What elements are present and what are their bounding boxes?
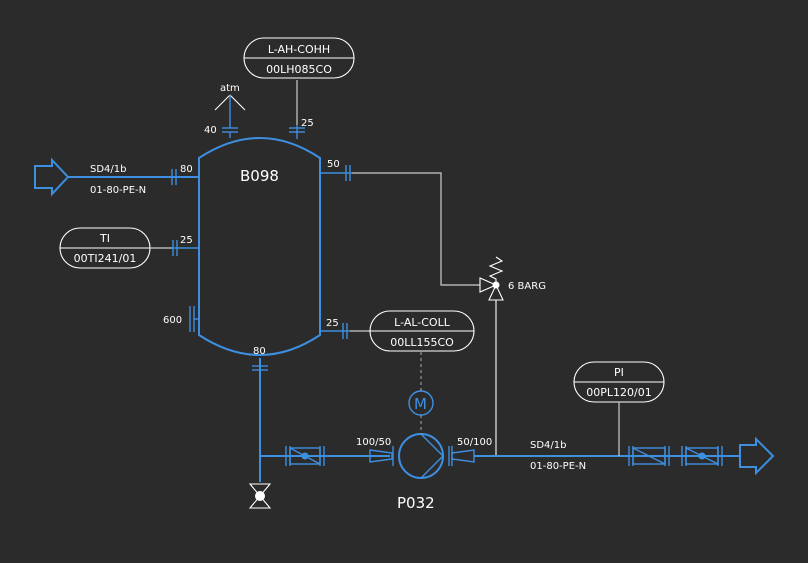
relief-valve-setpoint: 6 BARG	[508, 281, 546, 292]
pump-p032[interactable]	[392, 433, 450, 479]
inlet-flange	[171, 169, 177, 185]
nozzle-ti	[172, 240, 199, 256]
pump-tag: P032	[397, 494, 435, 512]
manhole	[189, 306, 199, 332]
vessel-tag: B098	[240, 167, 279, 185]
level-low-function: L-AL-COLL	[394, 316, 451, 329]
motor-symbol: M	[414, 395, 427, 413]
inlet-line-spec: SD4/1b	[90, 164, 127, 175]
vent-icon	[214, 94, 246, 138]
nozzle-ti-size: 25	[180, 235, 193, 246]
nozzle-level-low-size: 25	[326, 318, 339, 329]
nozzle-bottom-size: 80	[253, 346, 266, 357]
vent-label: atm	[220, 83, 240, 94]
drain-valve-icon[interactable]	[248, 483, 272, 509]
temp-function: TI	[99, 232, 110, 245]
nozzle-top	[289, 125, 305, 139]
relief-valve-icon[interactable]	[479, 256, 504, 301]
reducer-out-label: 50/100	[457, 437, 492, 448]
nozzle-level-low	[320, 323, 350, 339]
vent-size: 40	[204, 125, 217, 136]
suction-check-valve-icon[interactable]	[285, 446, 325, 466]
level-high-tag: 00LH085CO	[266, 63, 332, 76]
instrument-level-low[interactable]	[369, 310, 475, 352]
reducer-out-icon	[451, 446, 475, 466]
reducer-in-icon	[369, 449, 393, 463]
vessel-b098[interactable]	[198, 137, 321, 356]
discharge-check-valve-icon[interactable]	[628, 446, 670, 466]
outlet-line-spec: SD4/1b	[530, 440, 567, 451]
relief-pipe	[352, 172, 480, 286]
outlet-arrow-icon	[739, 436, 775, 476]
inlet-line-code: 01-80-PE-N	[90, 185, 146, 196]
pressure-tag: 00PL120/01	[586, 386, 651, 399]
discharge-valve-icon[interactable]	[681, 446, 723, 466]
pressure-function: PI	[614, 366, 624, 379]
nozzle-side-size: 50	[327, 159, 340, 170]
reducer-in-label: 100/50	[356, 437, 391, 448]
instrument-level-high[interactable]	[243, 37, 355, 79]
level-low-tag: 00LL155CO	[390, 336, 454, 349]
manhole-size: 600	[163, 315, 182, 326]
nozzle-side-50	[320, 165, 352, 181]
temp-tag: 00TI241/01	[74, 252, 137, 265]
inlet-nozzle-size: 80	[180, 164, 193, 175]
nozzle-top-size: 25	[301, 118, 314, 129]
level-high-function: L-AH-COHH	[268, 43, 330, 56]
outlet-line-code: 01-80-PE-N	[530, 461, 586, 472]
inlet-arrow-icon	[34, 157, 70, 197]
